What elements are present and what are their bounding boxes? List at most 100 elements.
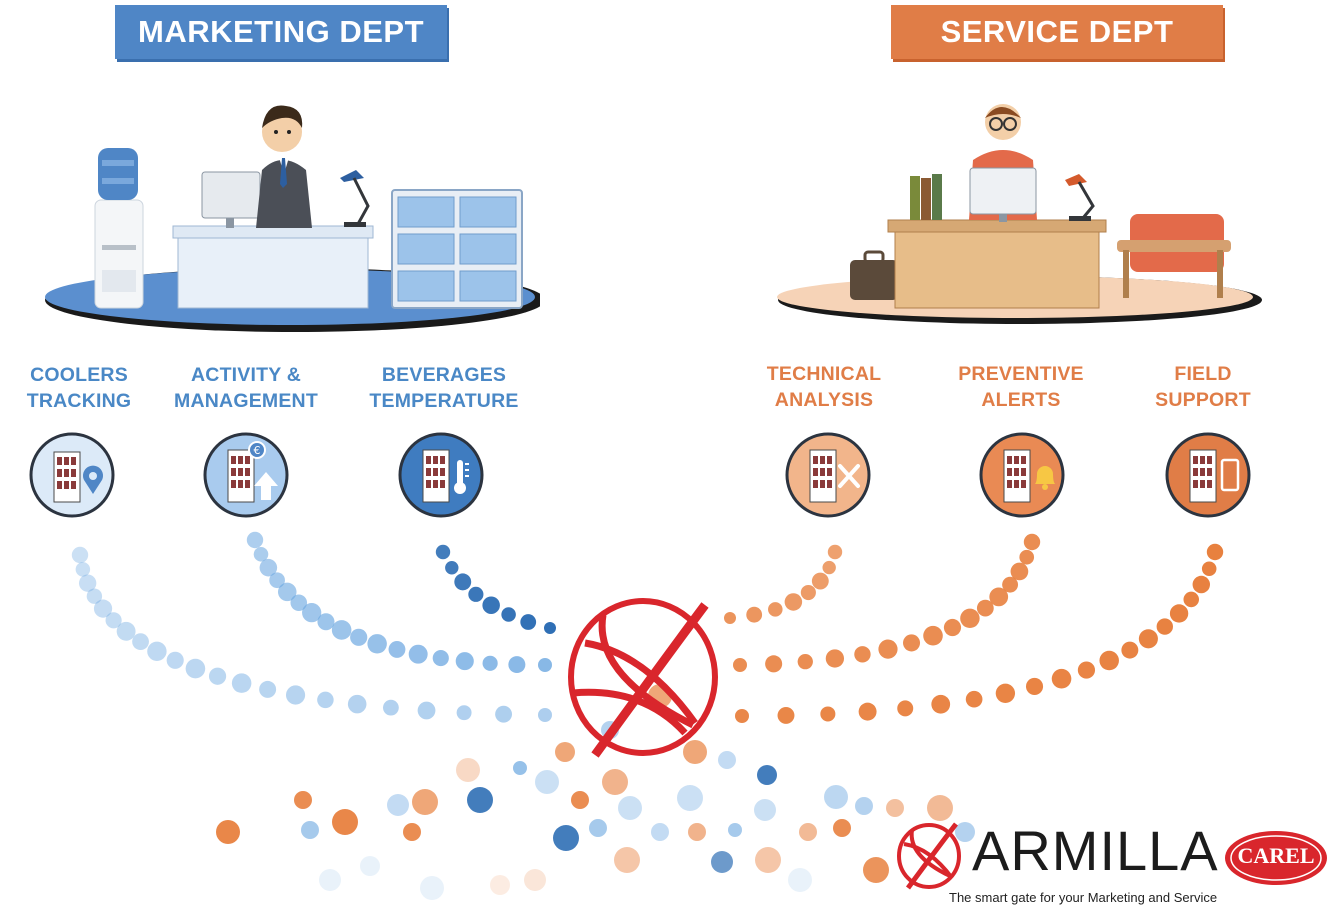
trail-dot — [86, 588, 103, 604]
trail-dot — [784, 593, 803, 611]
beverages-temperature-label: BEVERAGES TEMPERATURE — [369, 364, 519, 412]
beverages-temperature-icon — [398, 432, 484, 518]
trail-dot — [555, 742, 575, 762]
trail-dot — [408, 644, 428, 664]
trail-dot — [538, 708, 552, 722]
trail-dot — [520, 614, 537, 630]
trail-dot — [290, 594, 308, 611]
armilla-logo-icon — [897, 822, 961, 890]
trail-dot — [454, 573, 472, 591]
trail-dot — [412, 789, 438, 815]
trail-dot — [1121, 641, 1139, 659]
trail-dot — [482, 655, 498, 671]
trail-dot — [294, 791, 312, 809]
trail-dot — [1201, 561, 1217, 576]
preventive-alerts-icon — [979, 432, 1065, 518]
trail-dot — [618, 796, 642, 820]
trail-dot — [508, 656, 526, 674]
trail-dot — [435, 544, 451, 560]
trail-dot — [788, 868, 812, 892]
trail-dot — [1138, 629, 1158, 649]
trail-dot — [733, 658, 747, 672]
trail-dot — [943, 618, 962, 637]
trail-dot — [931, 694, 951, 714]
svg-text:€: € — [254, 444, 261, 457]
armilla-globe-icon — [568, 598, 718, 758]
trail-dot — [277, 582, 297, 602]
marketing-office-illustration — [45, 105, 540, 332]
marketing-dept-banner: MARKETING DEPT — [115, 5, 447, 59]
trail-dot — [1169, 604, 1189, 623]
carel-logo-text: CAREL — [1237, 843, 1315, 868]
trail-dot — [757, 765, 777, 785]
trail-dot — [927, 795, 953, 821]
technical-analysis-icon — [785, 432, 871, 518]
trail-dot — [456, 705, 472, 721]
trail-dot — [1019, 549, 1035, 565]
trail-dot — [166, 651, 184, 669]
trail-dot — [495, 705, 513, 723]
trail-dot — [445, 561, 459, 575]
trail-dot — [797, 654, 813, 670]
trail-dot — [820, 706, 836, 722]
trail-dot — [1183, 591, 1200, 608]
trail-dot — [1192, 575, 1211, 594]
trail-dot — [855, 797, 873, 815]
trail-dot — [317, 691, 334, 709]
field-support-label: FIELD SUPPORT — [1155, 363, 1251, 411]
trail-dot — [724, 612, 736, 624]
trail-dot — [387, 794, 409, 816]
trail-dot — [467, 787, 493, 813]
trail-dot — [1023, 533, 1041, 551]
trail-dot — [878, 639, 898, 659]
trail-dot — [897, 700, 914, 717]
trail-dot — [923, 625, 943, 646]
trail-dot — [755, 847, 781, 873]
trail-dot — [501, 607, 516, 622]
trail-dot — [482, 596, 500, 614]
trail-dot — [350, 628, 368, 646]
coolers-tracking-icon — [29, 432, 115, 518]
trail-dot — [728, 823, 742, 837]
trail-dot — [132, 633, 149, 651]
trail-dot — [989, 587, 1009, 607]
activity-management-label: ACTIVITY & MANAGEMENT — [174, 364, 318, 412]
trail-dot — [833, 819, 851, 837]
armilla-tagline: The smart gate for your Marketing and Se… — [949, 890, 1218, 905]
trail-dot — [319, 869, 341, 891]
trail-dot — [822, 560, 836, 575]
trail-dot — [811, 572, 829, 590]
trail-dot — [1002, 576, 1019, 593]
trail-dot — [382, 699, 399, 716]
trail-dot — [858, 702, 877, 721]
trail-dot — [825, 649, 845, 668]
trail-dot — [589, 819, 607, 837]
trail-dot — [711, 851, 733, 873]
trail-dot — [490, 875, 510, 895]
tools-icon — [838, 464, 860, 488]
trail-dot — [1099, 650, 1119, 671]
trail-dot — [688, 823, 706, 841]
trail-dot — [1156, 618, 1173, 635]
carel-logo-badge — [1225, 831, 1327, 885]
trail-dot — [995, 683, 1016, 703]
trail-dot — [863, 857, 889, 883]
trail-dot — [535, 770, 559, 794]
technical-analysis-label: TECHNICAL ANALYSIS — [766, 363, 882, 411]
trail-dot — [746, 606, 763, 623]
trail-dot — [301, 821, 319, 839]
trail-dot — [513, 761, 527, 775]
trail-dot — [269, 572, 285, 589]
trail-dot — [432, 650, 449, 667]
trail-dot — [800, 584, 816, 601]
trail-dot — [403, 823, 421, 841]
trail-dot — [1077, 661, 1096, 679]
trail-dot — [614, 847, 640, 873]
field-support-icon — [1165, 432, 1251, 518]
trail-dot — [1010, 562, 1029, 581]
trail-dot — [1206, 543, 1224, 561]
trail-dot — [524, 869, 546, 891]
trail-dot — [147, 641, 167, 662]
trail-dot — [538, 658, 552, 672]
